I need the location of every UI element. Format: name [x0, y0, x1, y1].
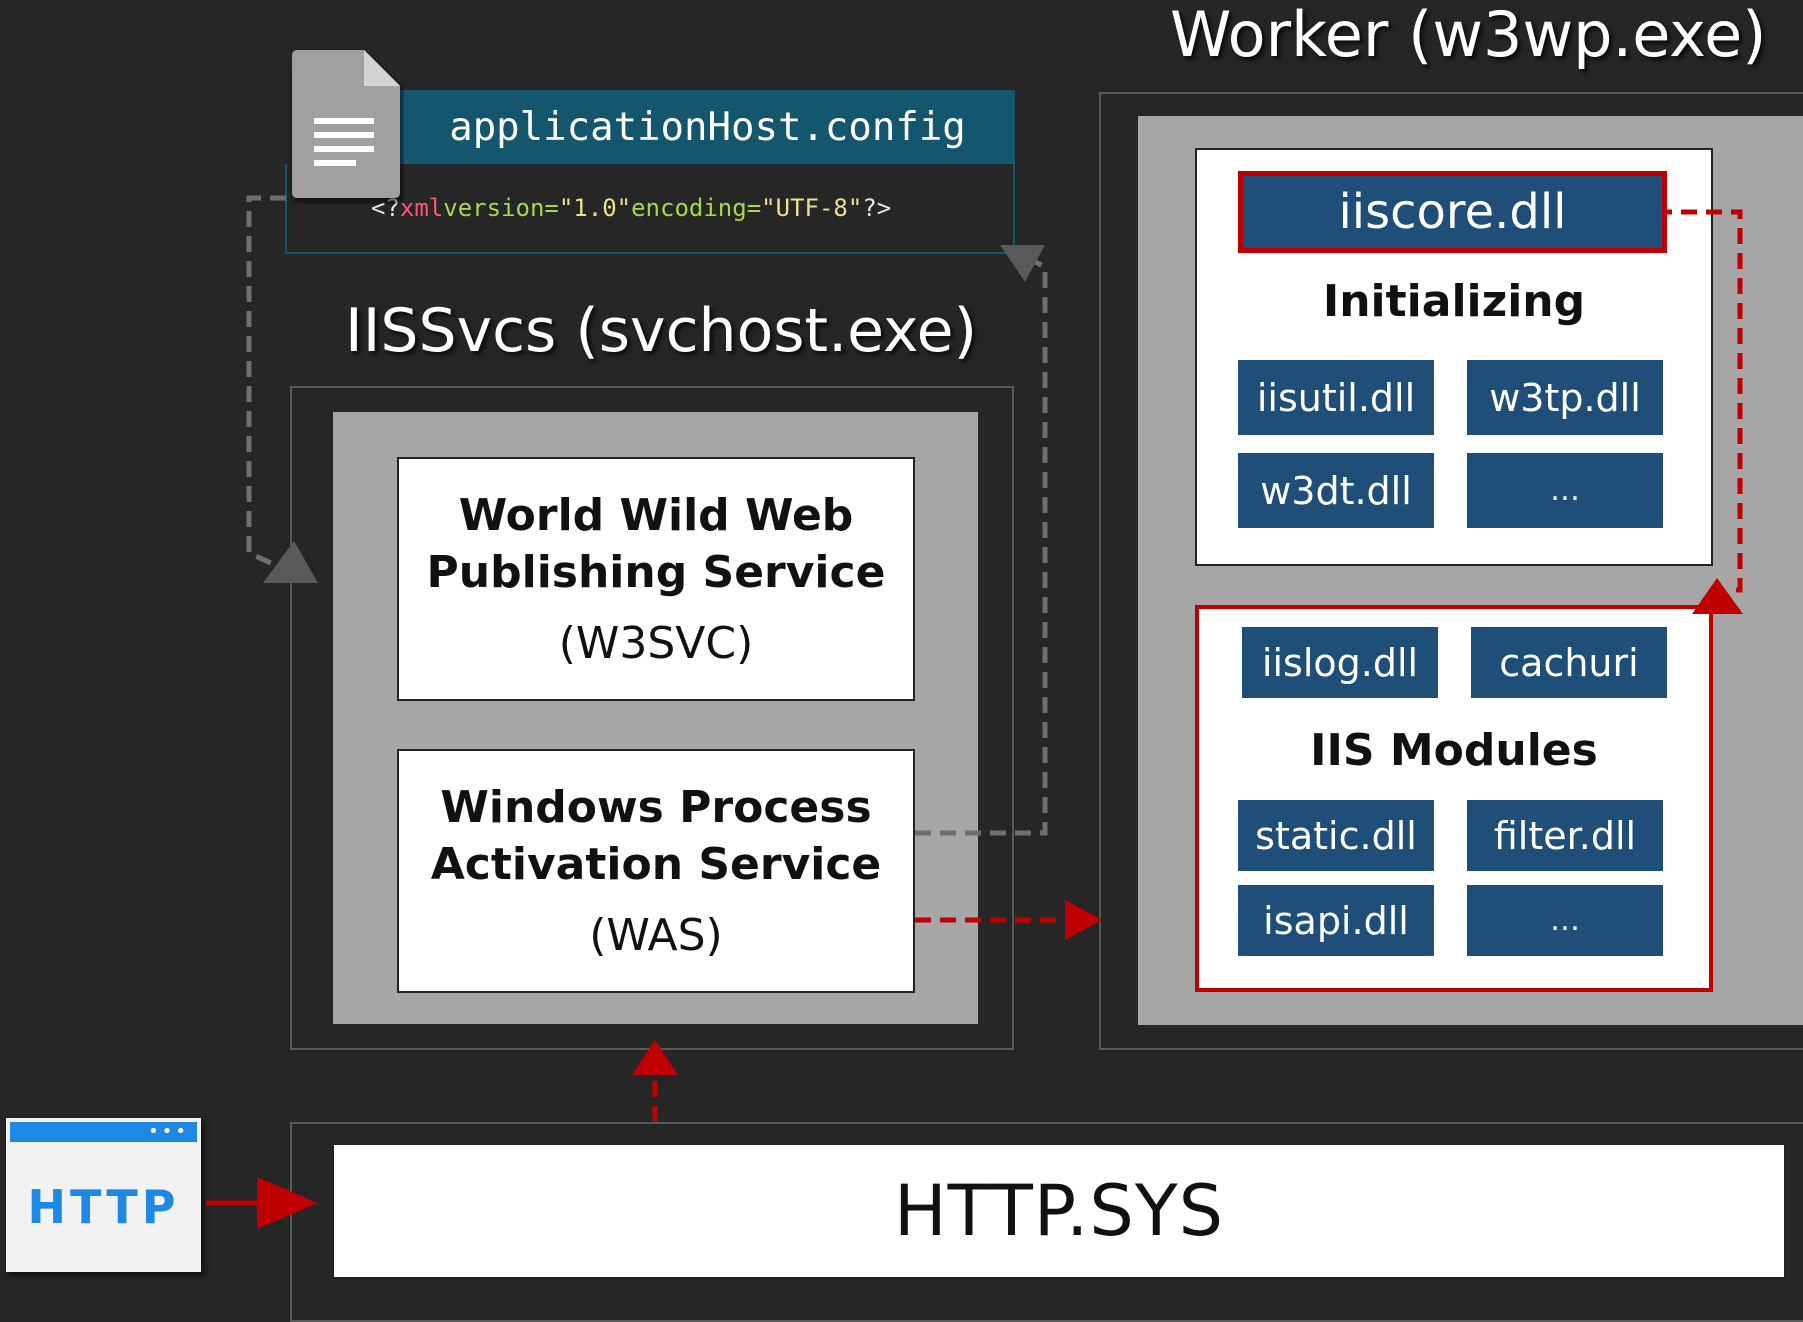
ellipsis-dll-modules: … [1467, 885, 1663, 956]
modules-to-iiscore-arrow [1667, 209, 1743, 593]
connector-arrows [206, 195, 1743, 1229]
browser-window-icon: ••• HTTP [6, 1118, 201, 1272]
browser-title-bar: ••• [10, 1122, 197, 1142]
w3svc-abbr: (W3SVC) [558, 617, 754, 669]
w3svc-name-line1: World Wild Web [458, 489, 854, 541]
xml-attr-version: version= [443, 194, 559, 222]
was-to-config-arrowhead [1000, 245, 1045, 282]
isapi-dll: isapi.dll [1238, 885, 1434, 956]
worker-process-outline [1099, 92, 1803, 1050]
w3svc-box: World Wild Web Publishing Service (W3SVC… [397, 457, 915, 701]
browser-to-httpsys-arrowhead [257, 1177, 318, 1229]
xml-attr-encoding: encoding= [631, 194, 762, 222]
xml-pi-close: ?> [862, 194, 892, 222]
was-name-line2: Activation Service [430, 838, 882, 890]
worker-title: Worker (w3wp.exe) [1170, 0, 1767, 71]
w3svc-name-line2: Publishing Service [426, 546, 886, 598]
w3dt-dll: w3dt.dll [1238, 453, 1434, 528]
xml-pi-open: <? [371, 194, 400, 222]
iis-modules-title: IIS Modules [1310, 725, 1598, 776]
document-icon [292, 50, 400, 198]
config-xml-line: <?xml version="1.0" encoding="UTF-8"?> [285, 164, 1015, 254]
was-abbr: (WAS) [589, 909, 723, 961]
config-to-w3svc-arrow [246, 195, 286, 571]
browser-dots: ••• [148, 1121, 189, 1142]
iissvcs-title: IISSvcs (svchost.exe) [345, 296, 977, 366]
filter-dll: filter.dll [1467, 800, 1663, 871]
initializing-title: Initializing [1322, 276, 1586, 327]
config-filename: applicationHost.config [400, 90, 1015, 164]
was-to-config-arrow [915, 256, 1048, 836]
httpsys-to-iissvcs-arrowhead [632, 1040, 678, 1075]
was-to-worker-arrowhead [1065, 900, 1102, 940]
xml-value-version: "1.0" [558, 194, 632, 222]
browser-http-label: HTTP [27, 1180, 180, 1234]
http-sys-box: HTTP.SYS [332, 1143, 1786, 1279]
modules-to-iiscore-arrowhead [1692, 578, 1743, 614]
iisutil-dll: iisutil.dll [1238, 360, 1434, 435]
static-dll: static.dll [1238, 800, 1434, 871]
ellipsis-dll-initializing: … [1467, 453, 1663, 528]
w3tp-dll: w3tp.dll [1467, 360, 1663, 435]
iislog-dll: iislog.dll [1242, 627, 1438, 698]
was-box: Windows Process Activation Service (WAS) [397, 749, 915, 993]
was-name-line1: Windows Process [440, 781, 872, 833]
xml-tag: xml [399, 194, 444, 222]
xml-value-encoding: "UTF-8" [761, 194, 863, 222]
iiscore-dll: iiscore.dll [1238, 171, 1667, 253]
config-to-w3svc-arrowhead [263, 541, 318, 583]
cachuri-dll: cachuri [1471, 627, 1667, 698]
